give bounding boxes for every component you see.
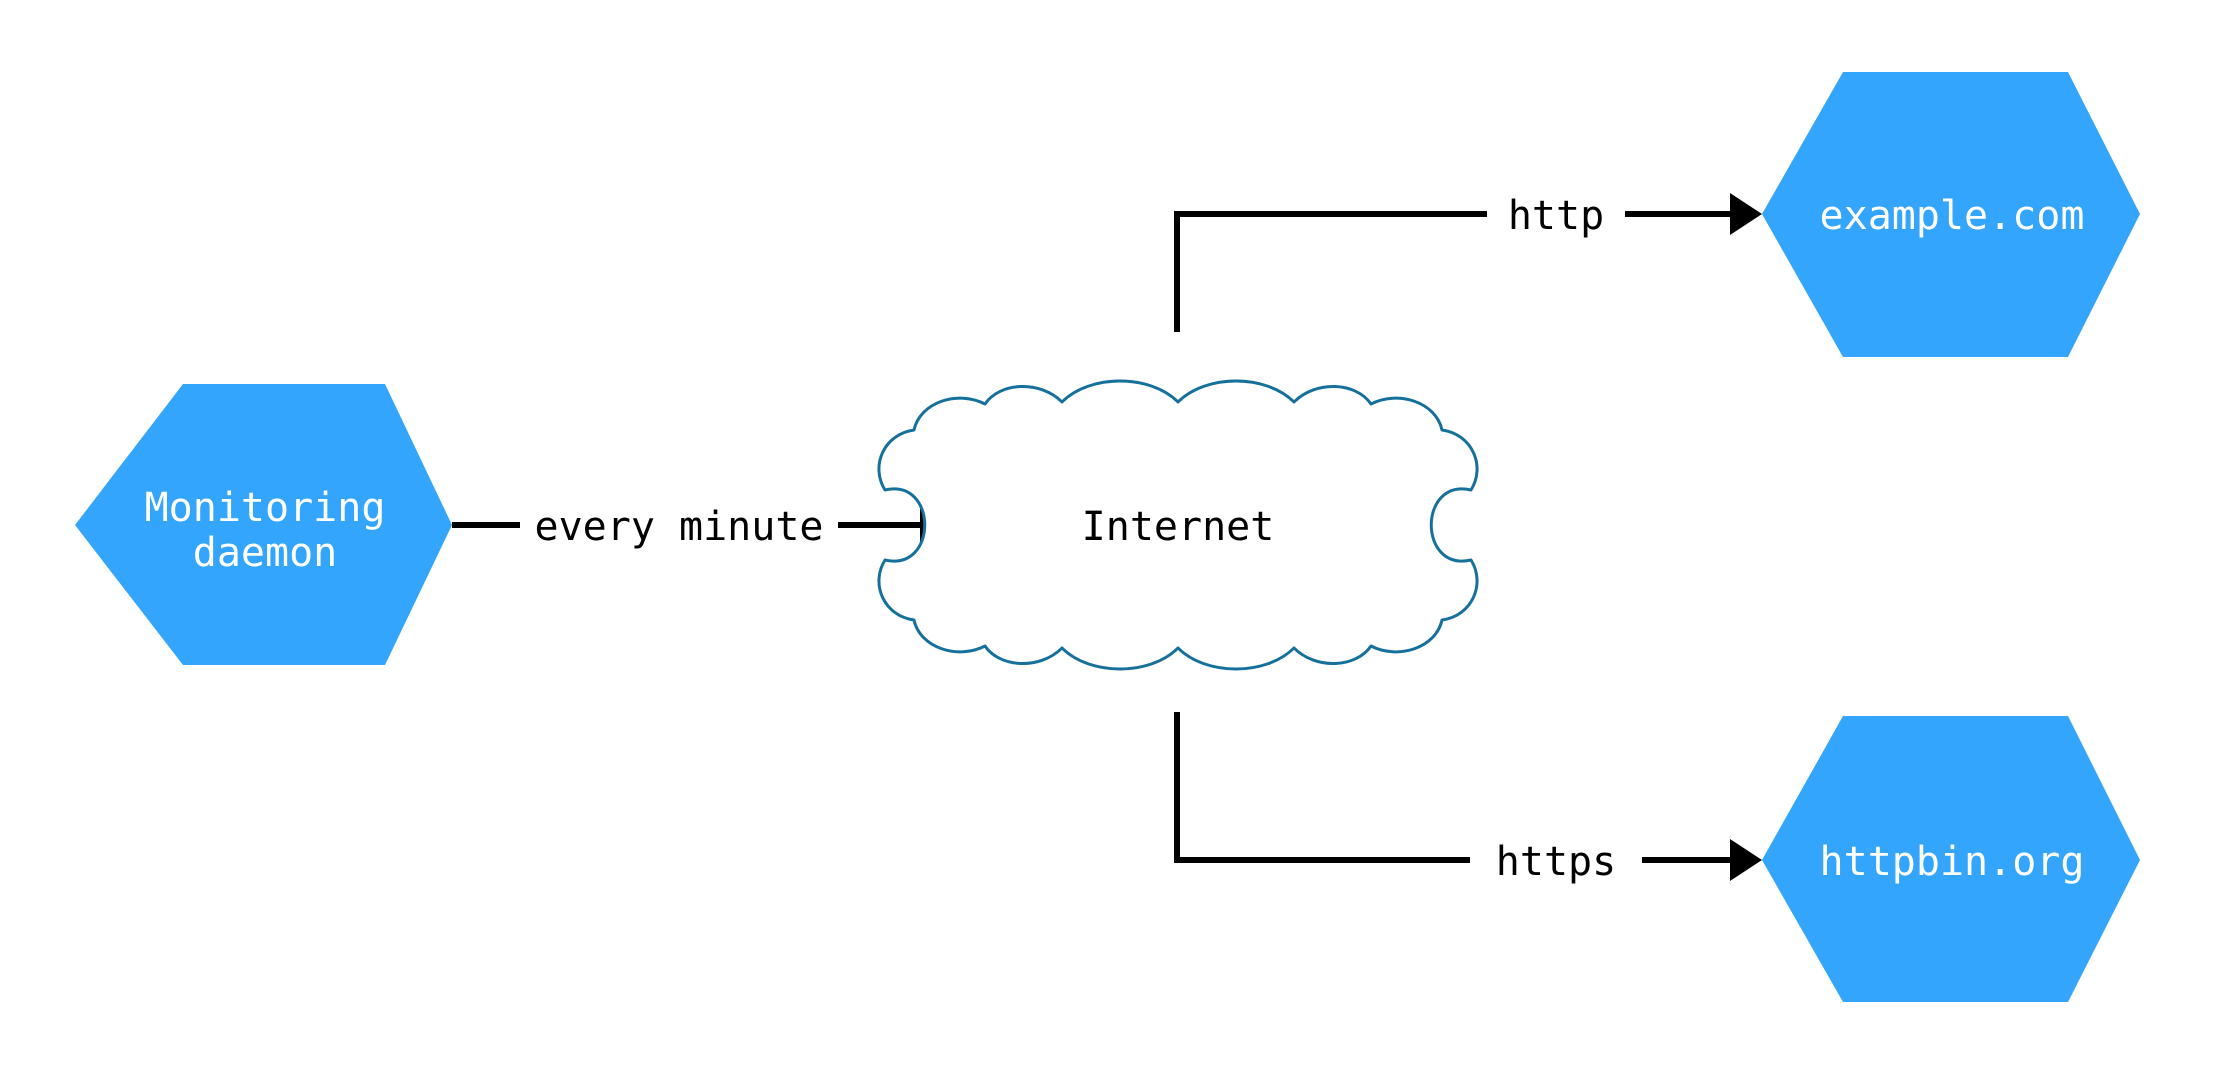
edge-internet-to-httpbin[interactable]: https: [1174, 712, 1762, 885]
node-label-internet: Internet: [1082, 504, 1275, 550]
edge-internet-to-example[interactable]: http: [1174, 193, 1762, 332]
cloud-shape: [877, 379, 1479, 671]
edge-daemon-to-internet[interactable]: every minute: [452, 504, 948, 550]
hexagon-shape: [75, 384, 452, 665]
edge-label-every-minute: every minute: [535, 504, 824, 550]
edge-label-https: https: [1496, 839, 1616, 885]
node-label-example-com: example.com: [1820, 193, 2085, 239]
node-label-line-1: Monitoring: [145, 485, 386, 531]
node-monitoring-daemon[interactable]: Monitoring daemon: [75, 384, 452, 665]
edge-path-http-left: [1174, 211, 1487, 332]
hexagon-shape: [1762, 716, 2140, 1002]
arrowhead-icon: [1730, 839, 1762, 881]
node-httpbin-org[interactable]: httpbin.org: [1762, 716, 2140, 1002]
node-example-com[interactable]: example.com: [1762, 72, 2140, 357]
arrowhead-icon: [1730, 193, 1762, 235]
edge-label-http: http: [1508, 193, 1604, 239]
node-internet-cloud[interactable]: Internet: [877, 379, 1479, 671]
node-label-httpbin-org: httpbin.org: [1820, 839, 2085, 885]
hexagon-shape: [1762, 72, 2140, 357]
node-label-line-2: daemon: [193, 530, 338, 576]
edge-path-https-left: [1174, 712, 1470, 863]
